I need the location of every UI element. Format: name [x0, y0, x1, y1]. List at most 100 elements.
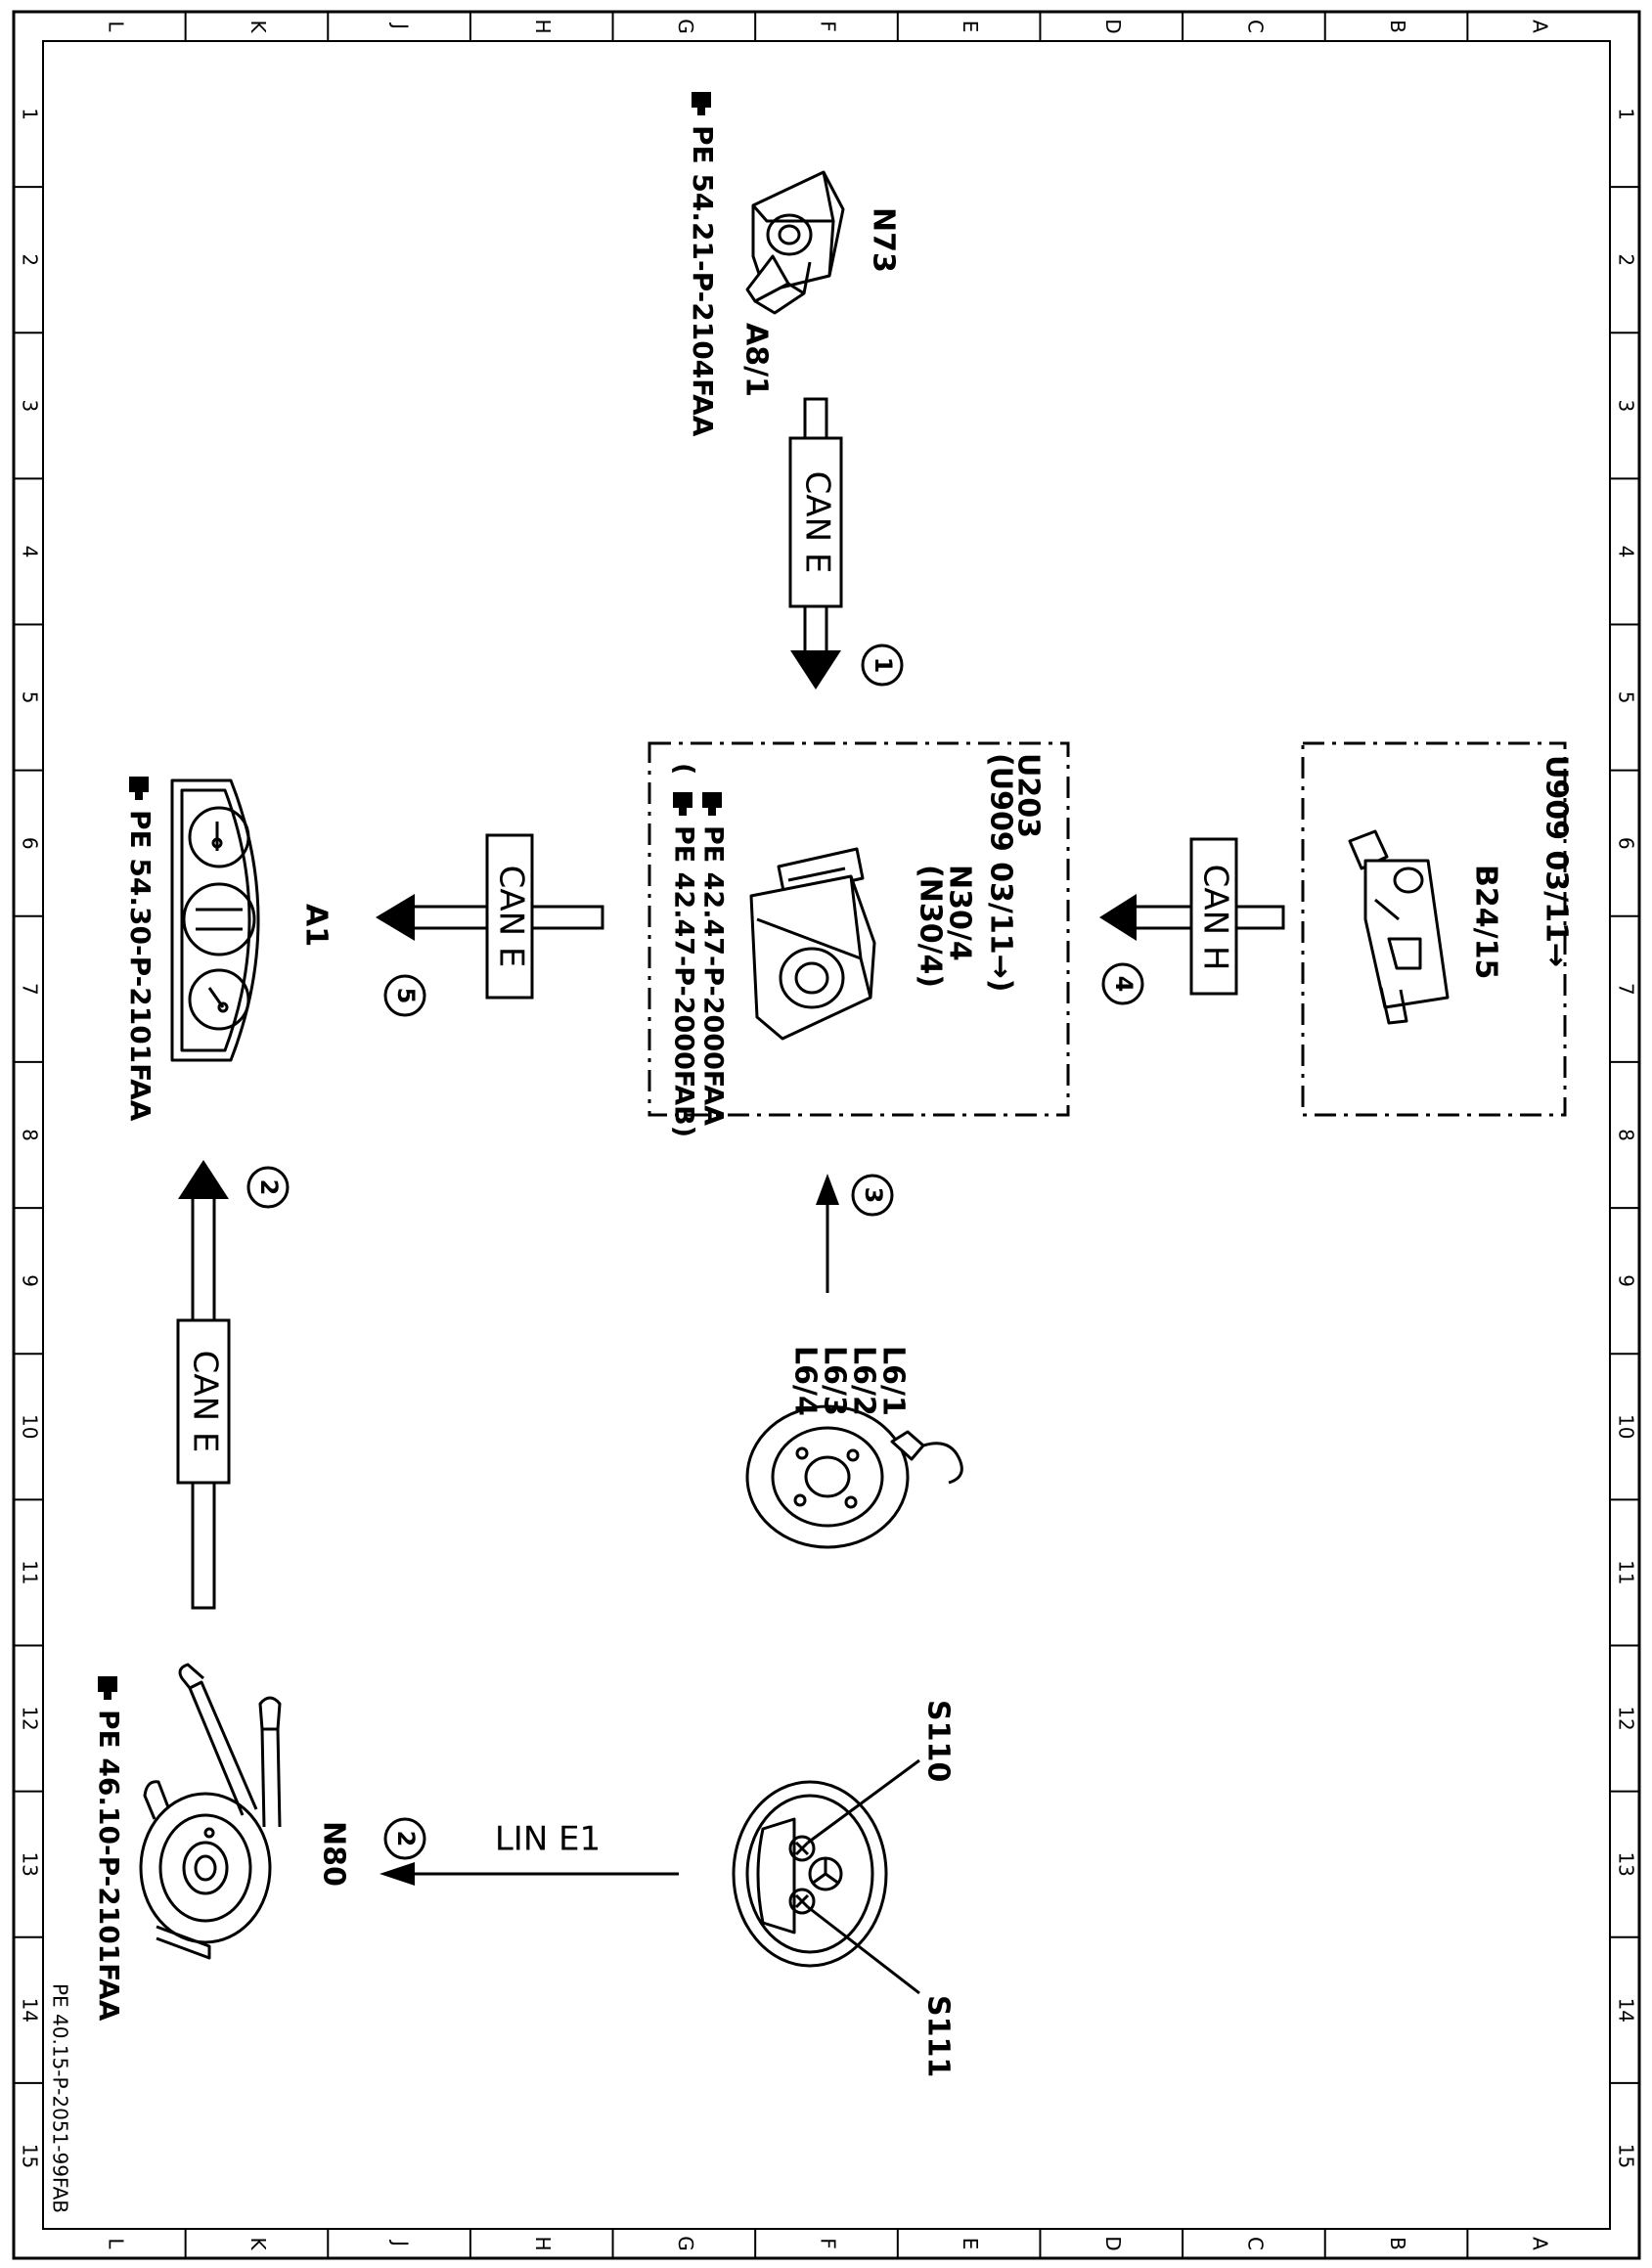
can-e-top-label: CAN E: [798, 471, 837, 574]
u203-ref2-bracket: (: [669, 763, 699, 775]
grid-row-10-right: 10: [1615, 1414, 1638, 1439]
grid-row-7: 7: [19, 983, 42, 996]
grid-col-E-bottom: E: [959, 2238, 982, 2250]
reference-hand-icon: [692, 92, 711, 115]
can-e-mid-bus: [376, 833, 604, 1000]
grid-row-11-right: 11: [1615, 1560, 1638, 1584]
sensor-signal-arrow: [816, 1174, 839, 1293]
n30-4-label: N30/4: [943, 865, 977, 961]
control-unit-icon: [749, 847, 876, 1041]
u909-condition-label: (U909 03/11→): [984, 753, 1018, 992]
marker-2-top: 2: [246, 1166, 290, 1209]
grid-col-A-bottom: A: [1529, 2237, 1552, 2250]
marker-2-bottom: 2: [383, 1817, 426, 1860]
grid-row-2: 2: [19, 253, 42, 266]
grid-row-2-right: 2: [1615, 253, 1638, 266]
grid-row-12: 12: [19, 1706, 42, 1730]
grid-col-F-bottom: F: [817, 2238, 840, 2249]
svg-text:4: 4: [1110, 976, 1138, 993]
grid-row-14: 14: [19, 1998, 42, 2023]
s110-label: S110: [921, 1700, 956, 1782]
instrument-cluster-icon: [170, 778, 260, 1062]
l6-1-label: L6/1: [876, 1346, 911, 1416]
grid-row-3-right: 3: [1615, 399, 1638, 412]
can-e-mid-label: CAN E: [492, 866, 531, 968]
n73-label: N73: [867, 207, 901, 273]
can-e-left-bus: [176, 1160, 231, 1610]
grid-col-L-bottom: L: [104, 2238, 127, 2249]
reference-hand-icon: [98, 1676, 117, 1700]
outer-frame: [12, 10, 1641, 2260]
wheel-speed-sensor-icon: [745, 1404, 963, 1549]
u909-box: [1301, 741, 1567, 1117]
grid-row-1: 1: [19, 108, 42, 120]
s111-label: S111: [921, 1995, 956, 2077]
l6-2-label: L6/2: [847, 1346, 881, 1416]
l6-3-label: L6/3: [818, 1346, 852, 1416]
marker-1: 1: [861, 644, 904, 687]
steering-wheel-icon: [732, 1758, 920, 1995]
grid-col-H: H: [531, 19, 555, 33]
grid-row-13-right: 13: [1615, 1851, 1638, 1876]
grid-row-1-right: 1: [1615, 108, 1638, 120]
b24-15-label: B24/15: [1469, 865, 1503, 979]
u203-box: [647, 741, 1070, 1117]
grid-col-C-bottom: C: [1243, 2237, 1267, 2250]
grid-col-H-bottom: H: [531, 2236, 555, 2250]
grid-row-9: 9: [19, 1274, 42, 1287]
grid-col-J-bottom: J: [389, 2239, 413, 2246]
svg-text:5: 5: [392, 988, 420, 1004]
grid-row-5: 5: [19, 691, 42, 704]
grid-row-12-right: 12: [1615, 1706, 1638, 1730]
reference-hand-icon: [673, 792, 692, 816]
can-h-bus: [1099, 837, 1285, 996]
grid-row-11: 11: [19, 1560, 42, 1584]
n80-reference: PE 46.10-P-2101FAA: [93, 1710, 125, 2022]
reference-hand-icon: [129, 777, 149, 800]
svg-text:2: 2: [392, 1831, 420, 1847]
grid-ticks: [14, 12, 1639, 2258]
marker-3: 3: [851, 1174, 894, 1217]
grid-row-14-right: 14: [1615, 1998, 1638, 2023]
grid-row-8-right: 8: [1615, 1129, 1638, 1141]
marker-4: 4: [1101, 962, 1144, 1005]
grid-col-E: E: [959, 21, 982, 33]
ignition-switch-icon: [745, 170, 845, 315]
svg-text:2: 2: [255, 1179, 283, 1196]
grid-row-13: 13: [19, 1851, 42, 1876]
drawing-number: PE 40.15-P-2051-99FAB: [49, 1983, 72, 2213]
can-h-label: CAN H: [1196, 865, 1235, 971]
reference-hand-icon: [702, 792, 722, 816]
n73-reference: PE 54.21-P-2104FAA: [687, 125, 719, 437]
grid-col-B-bottom: B: [1386, 2237, 1409, 2250]
grid-col-B: B: [1386, 20, 1409, 33]
a1-label: A1: [299, 904, 334, 947]
grid-row-7-right: 7: [1615, 983, 1638, 996]
grid-row-4: 4: [19, 546, 42, 558]
a1-reference: PE 54.30-P-2101FAA: [124, 810, 156, 1122]
grid-col-K: K: [246, 20, 270, 33]
grid-col-K-bottom: K: [246, 2237, 270, 2250]
grid-col-J: J: [389, 22, 413, 29]
grid-col-G: G: [674, 19, 697, 34]
grid-row-4-right: 4: [1615, 546, 1638, 558]
grid-row-10: 10: [19, 1414, 42, 1439]
u909-label: U909 03/11→: [1540, 755, 1574, 967]
can-e-top-bus: [788, 397, 843, 689]
n30-4-alt-label: (N30/4): [914, 865, 948, 988]
u203-label: U203: [1011, 753, 1046, 838]
grid-row-15-right: 15: [1615, 2144, 1638, 2168]
steering-column-module-icon: [139, 1663, 282, 1960]
grid-row-8: 8: [19, 1129, 42, 1141]
grid-col-C: C: [1243, 20, 1267, 33]
grid-col-G-bottom: G: [674, 2236, 697, 2251]
grid-row-6-right: 6: [1615, 837, 1638, 850]
grid-row-9-right: 9: [1615, 1274, 1638, 1287]
svg-text:1: 1: [870, 657, 897, 674]
can-e-left-label: CAN E: [186, 1351, 225, 1453]
inner-frame: [42, 40, 1611, 2230]
grid-col-A: A: [1529, 20, 1552, 33]
grid-col-L: L: [104, 21, 127, 32]
u203-reference-2: PE 42.47-P-2000FAB): [669, 825, 699, 1137]
